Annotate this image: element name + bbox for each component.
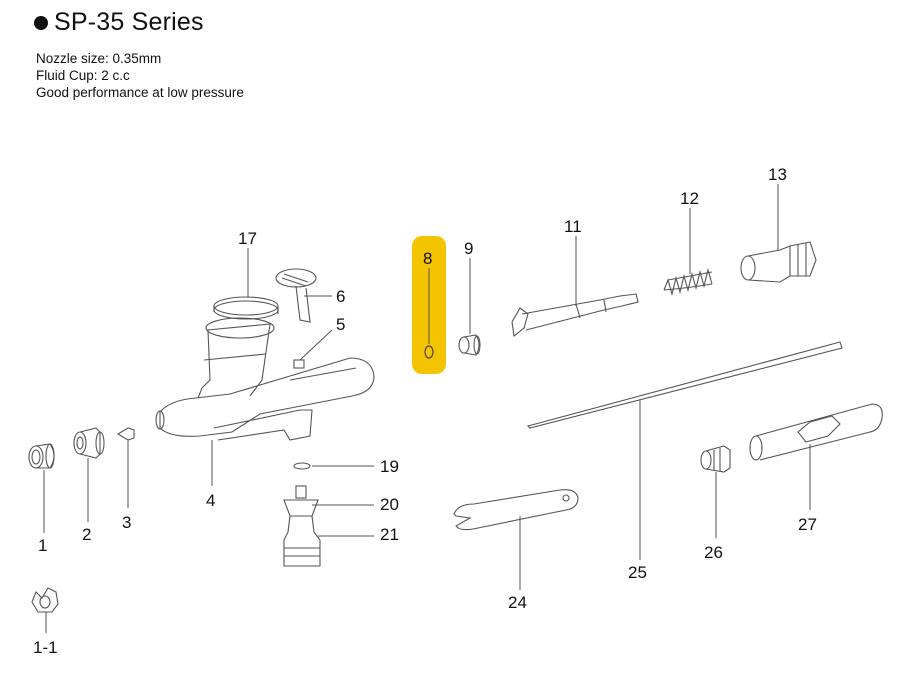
label-11: 11 [564, 217, 582, 236]
label-5: 5 [336, 315, 345, 334]
header: SP-35 Series Nozzle size: 0.35mm Fluid C… [34, 8, 244, 101]
label-20: 20 [380, 495, 399, 514]
part-3-nozzle-tip[interactable] [116, 427, 135, 441]
label-4: 4 [206, 491, 215, 510]
label-1: 1 [38, 536, 47, 555]
part-1-nozzle-cap[interactable] [28, 443, 55, 469]
label-26: 26 [704, 543, 723, 562]
title-row: SP-35 Series [34, 8, 244, 37]
label-3: 3 [122, 513, 131, 532]
spec-nozzle-size: Nozzle size: 0.35mm [36, 51, 162, 66]
page-title: SP-35 Series [54, 8, 204, 36]
part-5-pin[interactable] [293, 359, 305, 369]
label-6: 6 [336, 287, 345, 306]
part-9-guide[interactable] [458, 334, 481, 356]
part-6-trigger[interactable] [275, 268, 317, 323]
spec-performance: Good performance at low pressure [36, 85, 244, 100]
label-21: 21 [380, 525, 399, 544]
label-19: 19 [380, 457, 399, 476]
label-17: 17 [238, 229, 257, 248]
label-2: 2 [82, 525, 91, 544]
part-19-washer[interactable] [293, 462, 311, 470]
label-25: 25 [628, 563, 647, 582]
part-27-handle[interactable] [749, 403, 883, 461]
label-9: 9 [464, 239, 473, 258]
label-24: 24 [508, 593, 527, 612]
part-8-o-ring[interactable] [424, 345, 434, 359]
part-26-needle-chuck-nut[interactable] [700, 445, 731, 473]
spec-list: Nozzle size: 0.35mm Fluid Cup: 2 c.c Goo… [34, 50, 244, 101]
spec-fluid-cup: Fluid Cup: 2 c.c [36, 68, 130, 83]
part-25-needle[interactable] [526, 341, 843, 429]
part-1-1-crown-cap[interactable] [31, 587, 59, 613]
part-24-wrench[interactable] [453, 489, 579, 531]
bullet-icon [34, 15, 48, 30]
label-1-1: 1-1 [33, 638, 58, 657]
leader-5 [299, 329, 333, 361]
label-27: 27 [798, 515, 817, 534]
part-2-nozzle[interactable] [73, 427, 105, 459]
part-12-spring[interactable] [663, 267, 713, 297]
part-13-spring-guide[interactable] [740, 241, 817, 283]
part-4-body[interactable] [155, 317, 375, 441]
label-8: 8 [423, 249, 432, 268]
part-20-valve-stem[interactable] [283, 485, 319, 517]
part-21-valve-body[interactable] [283, 515, 321, 567]
part-17-cup-lid[interactable] [213, 296, 279, 320]
part-11-piston[interactable] [511, 293, 639, 338]
label-12: 12 [680, 189, 699, 208]
label-13: 13 [768, 165, 787, 184]
